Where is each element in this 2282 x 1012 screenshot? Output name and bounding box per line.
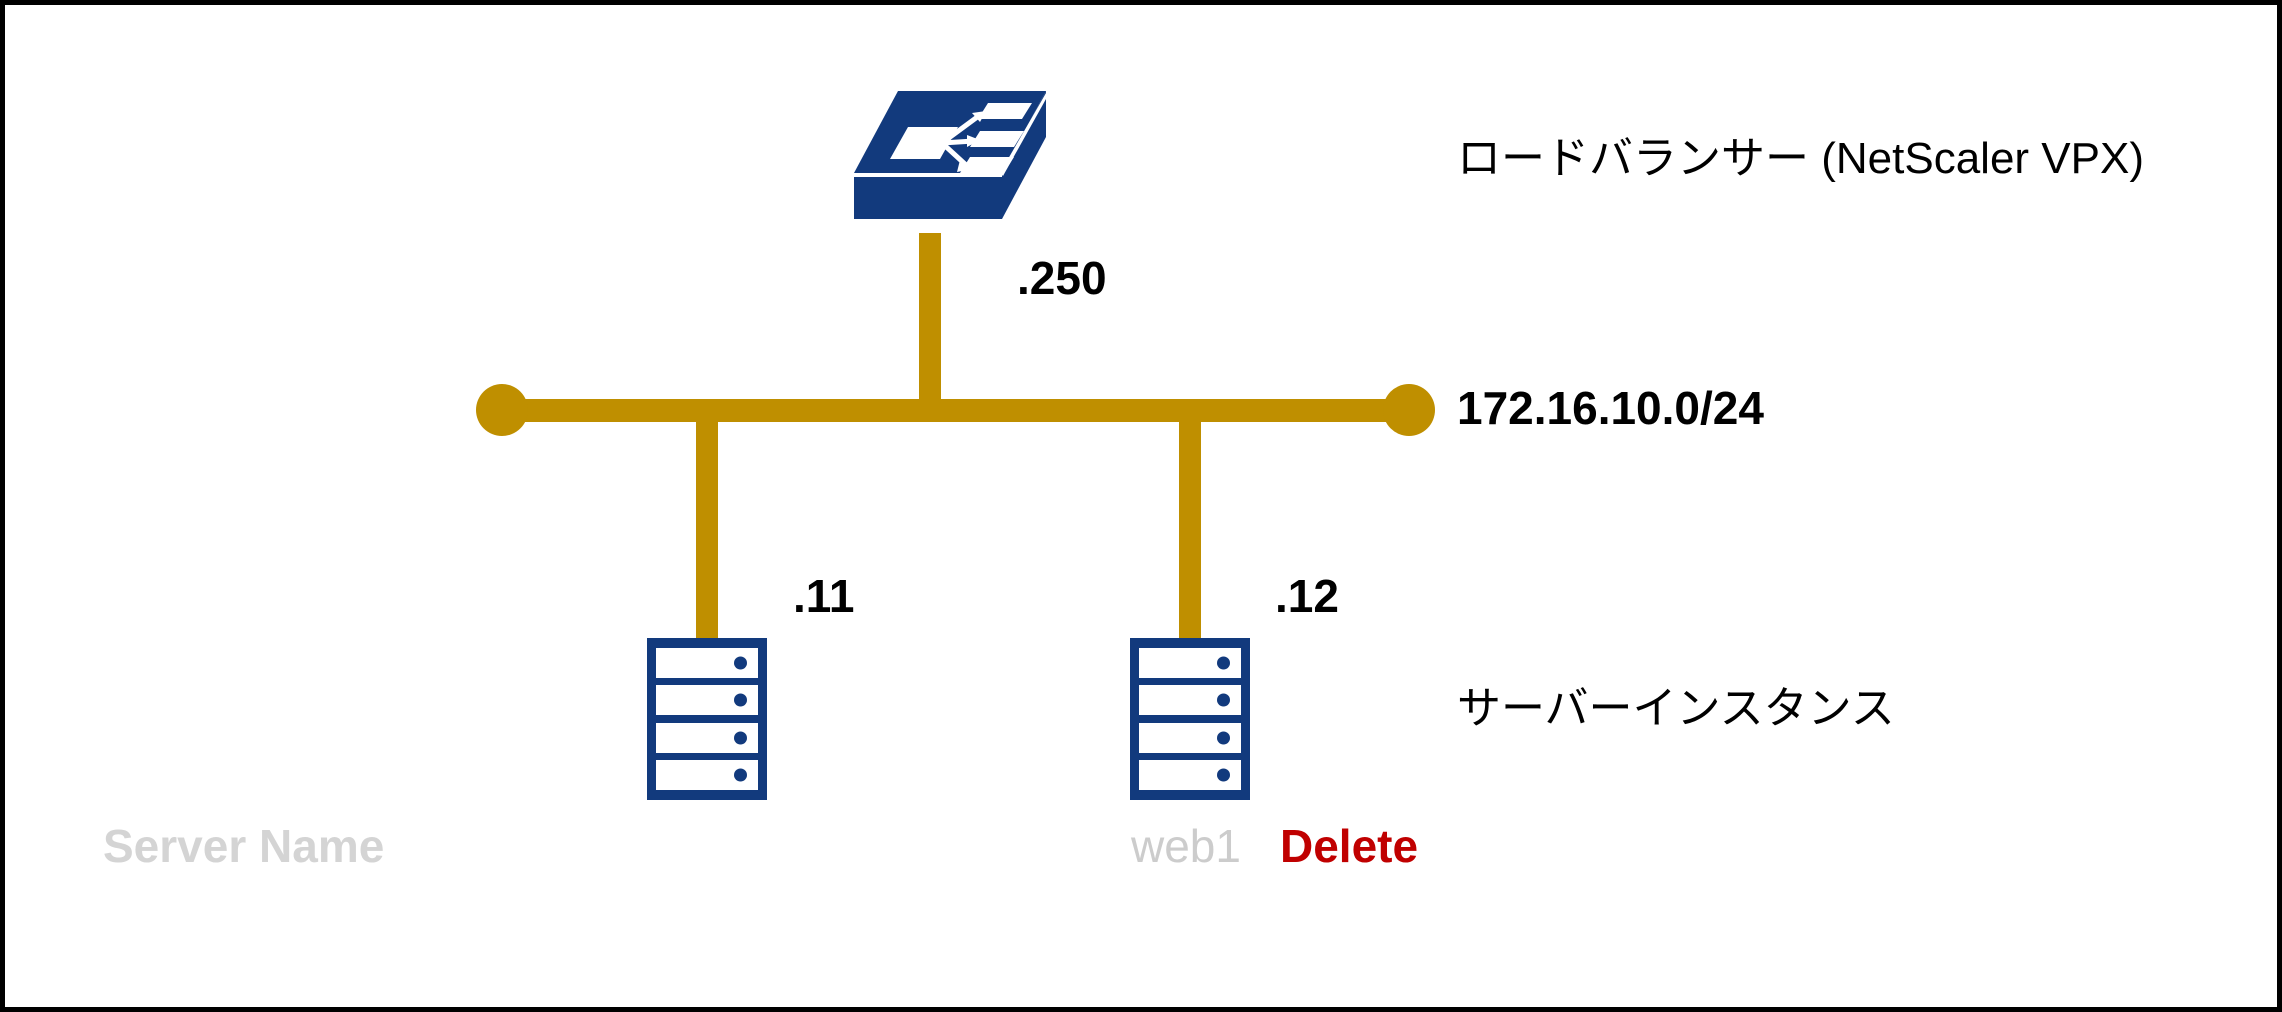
delete-action-label[interactable]: Delete xyxy=(1280,820,1419,872)
server-instance-icon-2 xyxy=(1130,638,1250,800)
server1-ip-label: .11 xyxy=(793,570,855,622)
load-balancer-switch-icon xyxy=(850,87,1050,239)
loadbalancer-ip-label: .250 xyxy=(1017,252,1107,304)
server-led-icon xyxy=(1217,656,1230,670)
server-led-icon xyxy=(734,731,747,745)
server-bay xyxy=(656,685,758,716)
subnet-label: 172.16.10.0/24 xyxy=(1457,382,1764,434)
server-led-icon xyxy=(734,693,747,707)
server-bay xyxy=(1139,648,1241,678)
loadbalancer-title-label: ロードバランサー (NetScaler VPX) xyxy=(1457,134,2144,183)
server-bay xyxy=(656,722,758,753)
link-loadbalancer-to-bus xyxy=(919,233,941,405)
bus-endpoint-right xyxy=(1383,384,1435,436)
server-group-title-label: サーバーインスタンス xyxy=(1457,684,1895,733)
server-led-icon xyxy=(1217,731,1230,745)
server-bay xyxy=(1139,722,1241,753)
server-bay xyxy=(656,648,758,678)
selected-server-name: web1 xyxy=(1131,820,1241,872)
network-bus-trunk xyxy=(502,399,1409,422)
server2-ip-label: .12 xyxy=(1275,570,1339,622)
link-server2-to-bus xyxy=(1179,415,1201,641)
server-led-icon xyxy=(734,656,747,670)
server-name-header: Server Name xyxy=(103,820,385,872)
server-led-icon xyxy=(1217,768,1230,782)
server-instance-icon-1 xyxy=(647,638,767,800)
link-server1-to-bus xyxy=(696,415,718,641)
server-bay xyxy=(656,759,758,790)
server-bay xyxy=(1139,759,1241,790)
bus-endpoint-left xyxy=(476,384,528,436)
diagram-surface: .250 172.16.10.0/24 .11 .12 ロードバランサー (Ne… xyxy=(5,5,2277,1007)
server-bay xyxy=(1139,685,1241,716)
server-led-icon xyxy=(1217,693,1230,707)
server-led-icon xyxy=(734,768,747,782)
